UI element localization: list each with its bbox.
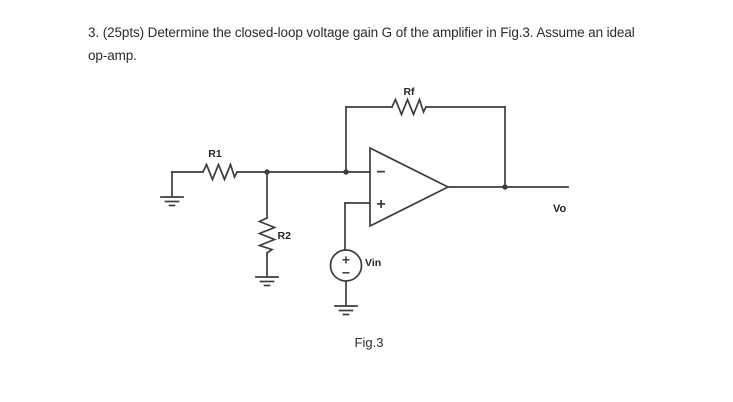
opamp: − + [369, 146, 450, 228]
circuit-wires [171, 106, 569, 306]
resistor-rf-zigzag [391, 96, 427, 117]
node-dot-output [502, 184, 508, 190]
figure-caption: Fig.3 [355, 335, 384, 350]
rf-label: Rf [403, 86, 415, 98]
problem-statement: 3. (25pts) Determine the closed-loop vol… [88, 21, 698, 67]
junction-dots [264, 169, 508, 190]
r1-label: R1 [208, 148, 222, 160]
resistor-r2: R2 [256, 217, 292, 254]
vin-label: Vin [365, 257, 381, 269]
opamp-triangle [369, 146, 450, 228]
r2-label: R2 [278, 230, 292, 242]
ground-symbol-r2 [255, 276, 279, 287]
opamp-inverting-sign-icon: − [376, 164, 385, 181]
resistor-r1: R1 [202, 148, 238, 182]
vin-source-minus-icon: − [342, 265, 350, 281]
problem-line-1: 3. (25pts) Determine the closed-loop vol… [88, 25, 635, 40]
resistor-r2-zigzag [256, 217, 277, 254]
node-dot-r1-r2 [264, 169, 270, 175]
vo-label: Vo [553, 203, 567, 215]
opamp-noninverting-sign-icon: + [376, 196, 385, 213]
vin-source-plus-icon: + [342, 252, 350, 268]
resistor-rf: Rf [391, 86, 427, 117]
node-dot-feedback [343, 169, 349, 175]
vin-source: + − Vin [329, 249, 381, 282]
problem-line-2: op-amp. [88, 48, 137, 63]
ground-symbol-vin [334, 305, 358, 316]
vin-source-circle [329, 249, 363, 282]
resistor-r1-zigzag [202, 161, 238, 182]
ground-symbol-left [160, 196, 184, 207]
